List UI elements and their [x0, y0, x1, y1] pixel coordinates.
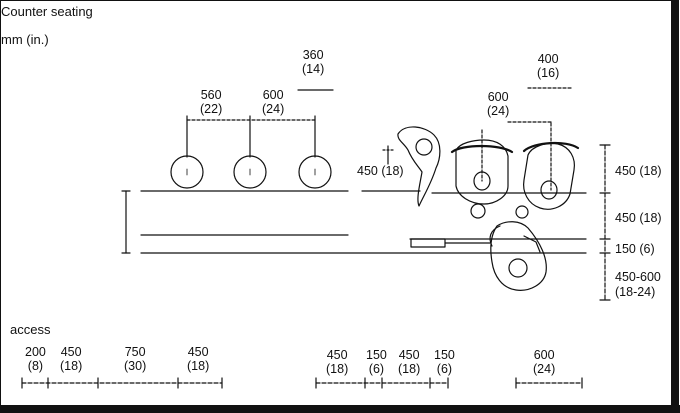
person-seated-2 [515, 122, 580, 219]
person-seated-1 [450, 129, 514, 219]
access-450-b: 450(18) [187, 345, 210, 373]
right-depth-dimension [599, 144, 611, 301]
stool-2 [233, 155, 267, 189]
access-label: access [10, 322, 51, 337]
counter-front-lines [140, 234, 587, 254]
access-dimension-right [515, 377, 583, 389]
dim-600: 600(24) [262, 88, 285, 116]
stool-spacing-ticks [186, 115, 316, 158]
dim-360: 360(14) [302, 48, 325, 76]
figure-title: Counter seating [1, 4, 93, 19]
dim-600-seated: 600(24) [487, 90, 510, 118]
dim-right-150: 150 (6) [615, 242, 655, 256]
dim-right-450-a: 450 (18) [615, 164, 662, 178]
access-450-a: 450(18) [60, 345, 83, 373]
person-leaning [382, 126, 441, 207]
access-450-d: 450(18) [398, 348, 421, 376]
access-600: 600(24) [533, 348, 556, 376]
footrest [410, 238, 491, 248]
counter-top-line [140, 190, 587, 194]
dim-450-lean: 450 (18) [357, 164, 404, 178]
dim-right-18-24: (18-24) [615, 285, 656, 299]
access-dimension-middle [315, 377, 449, 389]
access-750: 750(30) [124, 345, 147, 373]
person-circulating [489, 221, 547, 291]
access-200: 200(8) [25, 345, 46, 373]
access-150-a: 150(6) [366, 348, 387, 376]
access-450-c: 450(18) [326, 348, 349, 376]
dim-right-450-600: 450-600 [615, 270, 661, 284]
dim-560: 560(22) [200, 88, 223, 116]
counter-depth-dimension [121, 190, 131, 254]
stool-1 [170, 155, 204, 189]
frame-shadow-right [671, 0, 679, 413]
dim-right-450-b: 450 (18) [615, 211, 662, 225]
access-150-b: 150(6) [434, 348, 455, 376]
dim-400: 400(16) [537, 52, 560, 80]
access-dimension-left [21, 377, 223, 389]
frame-shadow-bottom [0, 405, 680, 413]
units-label: mm (in.) [1, 32, 49, 47]
stool-3 [298, 155, 332, 189]
